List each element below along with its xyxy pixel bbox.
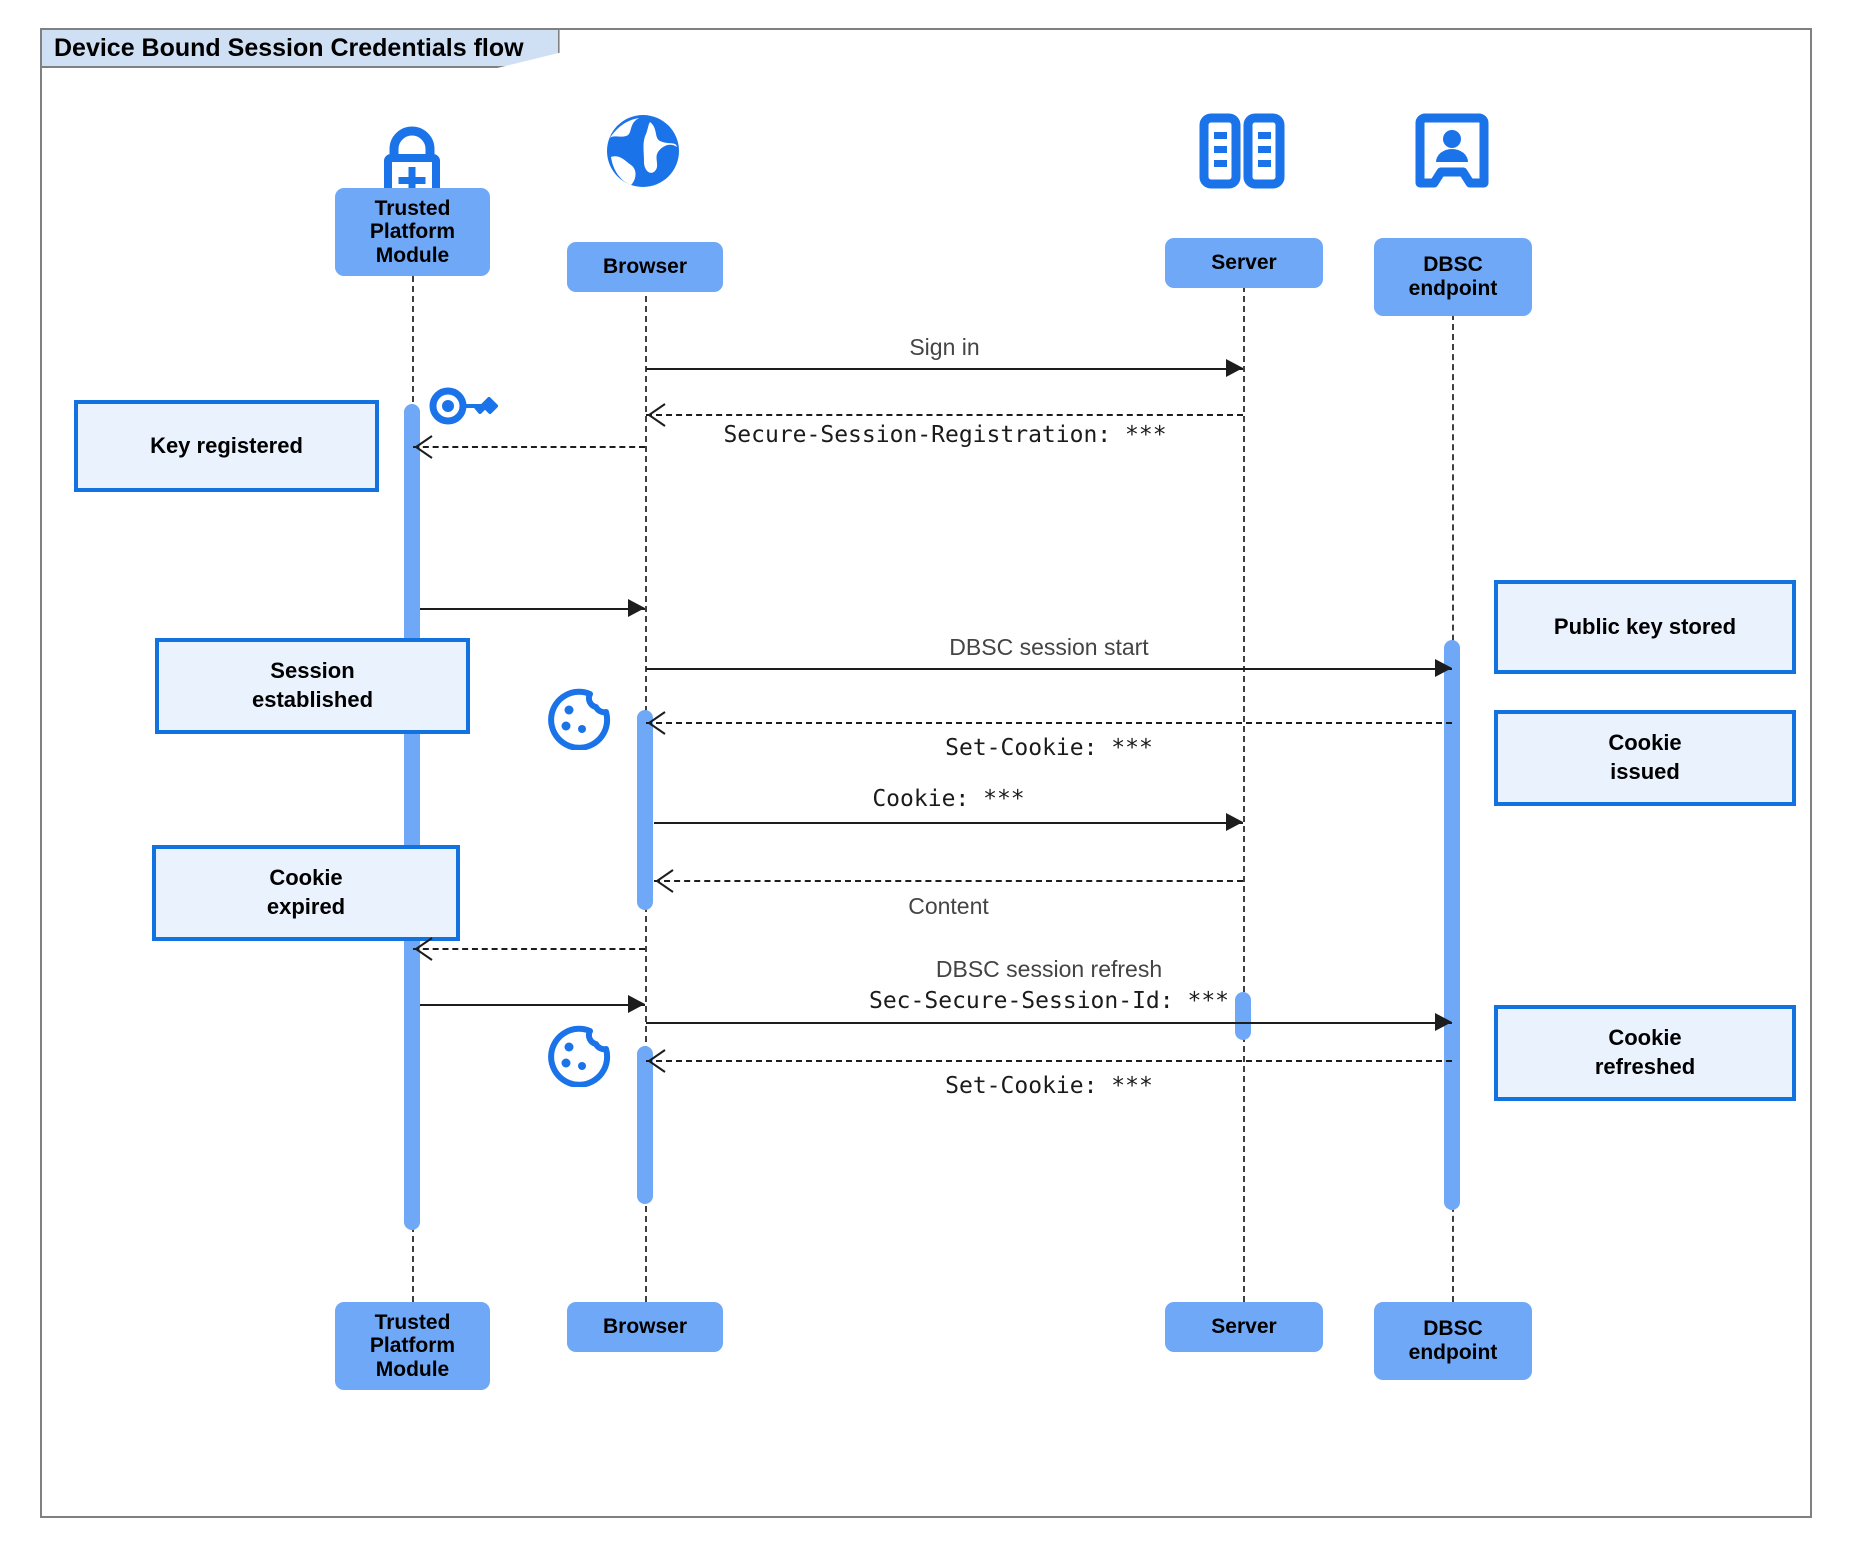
participant-label-dbsc-bottom-line1: DBSC <box>1423 1317 1483 1341</box>
participant-label-tpm-bottom-line2: Platform <box>369 1334 456 1358</box>
note-session-established-line1: Session <box>270 658 355 684</box>
message-label-sign-in: Sign in <box>909 334 980 360</box>
message-label-dbsc-session-refresh-line1: DBSC session refresh <box>935 956 1163 982</box>
note-key-registered: Key registered <box>74 400 379 492</box>
arrowhead-open-left <box>413 937 433 961</box>
participant-label-server-top: Server <box>1211 251 1277 275</box>
participant-label-tpm-bottom-line3: Module <box>375 1357 450 1381</box>
message-shaft <box>646 414 1243 416</box>
message-label-dbsc-session-start: DBSC session start <box>949 634 1149 660</box>
message-shaft <box>654 822 1243 824</box>
participant-label-tpm-bottom-line1: Trusted <box>374 1310 451 1334</box>
message-shaft <box>420 608 645 610</box>
note-cookie-refreshed-line1: Cookie <box>1608 1025 1682 1051</box>
participant-box-dbsc-bottom[interactable]: DBSC endpoint <box>1374 1302 1532 1380</box>
note-key-registered-text: Key registered <box>150 432 303 458</box>
note-cookie-expired-line2: expired <box>266 894 346 919</box>
note-public-key-stored: Public key stored <box>1494 580 1796 674</box>
note-session-established-line2: established <box>251 687 374 712</box>
note-cookie-issued-line2: issued <box>1610 759 1680 784</box>
participant-box-dbsc-top[interactable]: DBSC endpoint <box>1374 238 1532 316</box>
arrowhead-filled-right <box>628 995 645 1013</box>
arrowhead-filled-right <box>1226 359 1243 377</box>
lifeline-server <box>1243 286 1245 1302</box>
participant-label-browser-top: Browser <box>602 255 688 279</box>
participant-label-tpm-line1: Trusted <box>374 196 451 220</box>
note-cookie-refreshed: Cookie refreshed <box>1494 1005 1796 1101</box>
activation-bar-server-1 <box>1235 992 1251 1040</box>
message-label-secure-session-registration: Secure-Session-Registration: *** <box>723 422 1167 448</box>
page-title: Device Bound Session Credentials flow <box>54 33 524 62</box>
message-shaft <box>413 948 645 950</box>
arrowhead-open-left <box>646 711 666 735</box>
note-cookie-refreshed-line2: refreshed <box>1594 1054 1696 1079</box>
participant-box-browser-top[interactable]: Browser <box>567 242 723 292</box>
note-cookie-expired-line1: Cookie <box>269 865 343 891</box>
diagram-title-tab: Device Bound Session Credentials flow <box>40 28 560 68</box>
server-racks-icon <box>1196 113 1288 191</box>
message-label-cookie-request: Cookie: *** <box>872 786 1025 812</box>
activation-bar-tpm <box>404 404 420 1230</box>
arrowhead-open-left <box>413 435 433 459</box>
activation-bar-dbsc-1 <box>1444 640 1460 1210</box>
activation-bar-browser-1 <box>637 710 653 910</box>
message-label-set-cookie-1: Set-Cookie: *** <box>945 735 1153 761</box>
arrowhead-filled-right <box>1435 1013 1452 1031</box>
arrowhead-open-left <box>646 403 666 427</box>
arrowhead-open-left <box>646 1049 666 1073</box>
key-icon <box>428 385 508 427</box>
message-shaft <box>646 368 1243 370</box>
note-cookie-expired: Cookie expired <box>152 845 460 941</box>
note-cookie-issued-line1: Cookie <box>1608 730 1682 756</box>
participant-box-tpm-bottom[interactable]: Trusted Platform Module <box>335 1302 490 1390</box>
arrowhead-open-left <box>654 869 674 893</box>
participant-box-server-top[interactable]: Server <box>1165 238 1323 288</box>
participant-label-dbsc-line1: DBSC <box>1423 253 1483 277</box>
globe-icon <box>598 112 688 190</box>
note-session-established: Session established <box>155 638 470 734</box>
participant-box-browser-bottom[interactable]: Browser <box>567 1302 723 1352</box>
activation-bar-browser-2 <box>637 1046 653 1204</box>
participant-box-tpm-top[interactable]: Trusted Platform Module <box>335 188 490 276</box>
arrowhead-filled-right <box>628 599 645 617</box>
arrowhead-filled-right <box>1226 813 1243 831</box>
message-shaft <box>646 1060 1452 1062</box>
message-shaft <box>646 1022 1452 1024</box>
participant-label-server-bottom: Server <box>1211 1315 1277 1339</box>
message-shaft <box>646 668 1452 670</box>
note-cookie-issued: Cookie issued <box>1494 710 1796 806</box>
participant-box-server-bottom[interactable]: Server <box>1165 1302 1323 1352</box>
cookie-icon-1 <box>546 688 612 750</box>
arrowhead-filled-right <box>1435 659 1452 677</box>
participant-label-tpm-line3: Module <box>375 243 450 267</box>
participant-label-browser-bottom: Browser <box>602 1315 688 1339</box>
message-label-dbsc-session-refresh-line2: Sec-Secure-Session-Id: *** <box>868 988 1230 1014</box>
message-shaft <box>413 446 645 448</box>
cookie-icon-2 <box>546 1025 612 1087</box>
message-shaft <box>646 722 1452 724</box>
participant-label-dbsc-bottom-line2: endpoint <box>1408 1341 1498 1364</box>
message-label-content: Content <box>908 893 989 919</box>
note-public-key-stored-text: Public key stored <box>1553 613 1737 639</box>
participant-label-tpm-line2: Platform <box>369 220 456 244</box>
message-label-set-cookie-2: Set-Cookie: *** <box>945 1073 1153 1099</box>
id-badge-icon <box>1415 112 1489 194</box>
message-shaft <box>654 880 1243 882</box>
participant-label-dbsc-line2: endpoint <box>1408 277 1498 300</box>
message-shaft <box>420 1004 645 1006</box>
